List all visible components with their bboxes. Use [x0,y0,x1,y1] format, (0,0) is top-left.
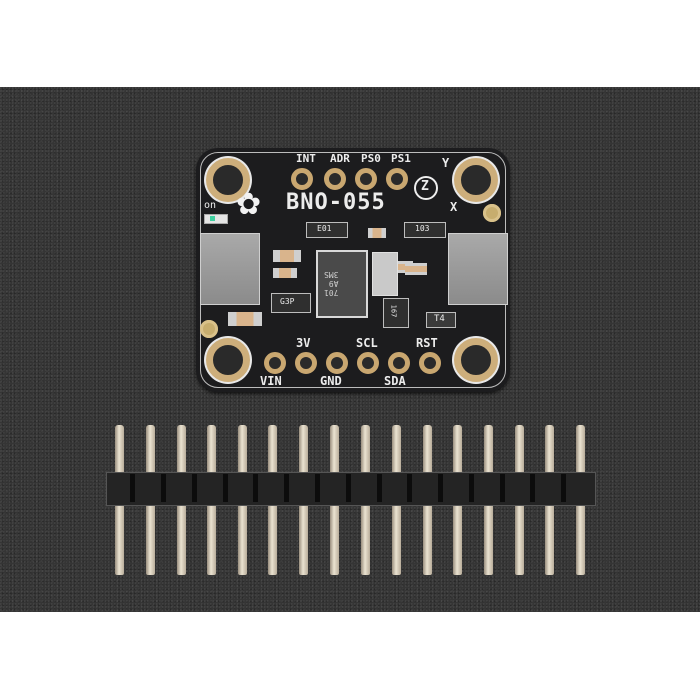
bar-separator [377,474,382,502]
capacitor-left-2 [273,268,297,278]
led-label: on [204,200,217,211]
stemma-connector-left [200,233,260,305]
pad-rst [419,352,441,374]
pin-label-adr: ADR [330,152,350,165]
pad-3v [295,352,317,374]
bar-separator [530,474,535,502]
pad-ps0 [355,168,377,190]
pin-label-scl: SCL [356,336,378,350]
axis-z-label: Z [421,179,429,194]
pin-label-rst: RST [416,336,438,350]
bar-separator [438,474,443,502]
mount-hole-bottom-right [454,338,498,382]
pad-sda [388,352,410,374]
transistor: T4 [426,312,456,328]
mount-hole-bottom-left [206,338,250,382]
pin-label-sda: SDA [384,374,406,388]
chip-marking-1: 701 [324,288,339,297]
bar-separator [469,474,474,502]
axis-x-label: X [450,200,458,214]
pad-int [291,168,313,190]
stemma-connector-right [448,233,508,305]
pin-label-int: INT [296,152,316,165]
axis-icon: Z [414,176,438,200]
bar-separator [130,474,135,502]
bar-separator [161,474,166,502]
header-plastic-bar [106,472,596,506]
chip-marking-3: 3MS [324,270,339,279]
bar-separator [561,474,566,502]
pad-scl [357,352,379,374]
pin-label-ps1: PS1 [391,152,411,165]
crystal [372,252,398,296]
pad-vin [264,352,286,374]
bar-separator [192,474,197,502]
bar-separator [315,474,320,502]
pin-label-vin: VIN [260,374,282,388]
bar-separator [253,474,258,502]
resistor-network-e01: E01 [306,222,348,238]
mount-hole-top-right [454,158,498,202]
bno055-board: INT ADR PS0 PS1 BNO-055 Z Y X ✿ on 701 A… [196,148,510,392]
capacitor [368,228,386,238]
pin-label-3v: 3V [296,336,311,350]
bar-separator [500,474,505,502]
pin-label-gnd: GND [320,374,342,388]
resistor-network-103: 103 [404,222,446,238]
axis-y-label: Y [442,156,450,170]
capacitor-left-1 [273,250,301,262]
bar-separator [346,474,351,502]
small-ic: 167 [383,298,409,328]
voltage-regulator: G3P [271,293,311,313]
board-title: BNO-055 [286,190,386,215]
bar-separator [407,474,412,502]
adafruit-flower-logo-icon: ✿ [236,187,262,222]
bar-separator [284,474,289,502]
resistor-right-2 [405,263,427,275]
chip-marking-2: A9 [328,279,339,288]
bno055-chip: 701 A9 3MS [316,250,368,318]
pad-gnd [326,352,348,374]
gold-pad-right [483,204,501,222]
power-led [204,214,228,224]
male-header-strip [100,420,600,580]
bar-separator [223,474,228,502]
pad-ps1 [386,168,408,190]
capacitor-left-3 [228,312,262,326]
pin-label-ps0: PS0 [361,152,381,165]
mount-hole-top-left [206,158,250,202]
gold-pad-left [200,320,218,338]
pad-adr [324,168,346,190]
